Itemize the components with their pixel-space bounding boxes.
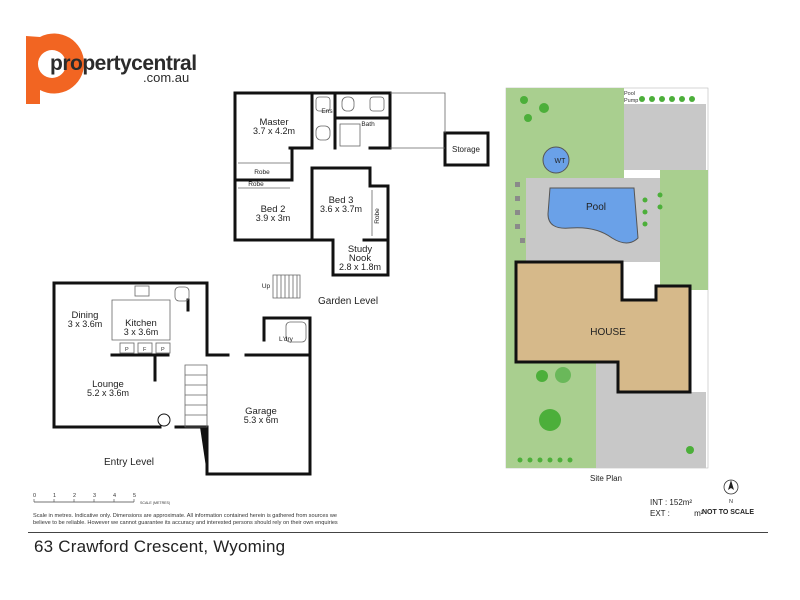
pool-pump-label-1: Pool — [624, 91, 635, 97]
room-study-dims: 2.8 x 1.8m — [339, 262, 381, 272]
ext-area-label: EXT : — [650, 509, 670, 518]
scale-tick-5: 5 — [133, 493, 136, 499]
logo-domain-text: .com.au — [143, 70, 190, 85]
pantry-2-label: P — [161, 347, 165, 353]
property-address: 63 Crawford Crescent, Wyoming — [34, 537, 286, 556]
room-bed3-dims: 3.6 x 3.7m — [320, 204, 362, 214]
area-summary: INT : 152m² EXT : m² — [650, 497, 703, 519]
scale-bar: 0 1 2 3 4 5 SCALE (METRES) — [33, 493, 170, 505]
room-study-name-2: Nook — [349, 253, 371, 264]
pantry-1-label: P — [125, 347, 129, 353]
room-kitchen-name: Kitchen — [125, 318, 157, 329]
room-master-dims: 3.7 x 4.2m — [253, 126, 295, 136]
room-laundry-name: L'dry — [279, 336, 294, 343]
scale-tick-3: 3 — [93, 493, 96, 499]
pool-shape — [547, 187, 639, 244]
robe-bed2-label: Robe — [248, 181, 264, 188]
room-garage-dims: 5.3 x 6m — [244, 415, 279, 425]
room-garage-name: Garage — [245, 406, 277, 417]
int-area-label: INT : — [650, 498, 668, 507]
room-storage-name: Storage — [452, 145, 481, 154]
garden-level-plan: Master 3.7 x 4.2m Ens Bath Robe Robe Bed… — [233, 91, 490, 307]
water-tank-shape — [542, 146, 570, 174]
int-area-value: 152m² — [669, 498, 693, 507]
house-label: HOUSE — [590, 327, 626, 338]
logo-brand-text: propertycentral — [50, 52, 197, 75]
stairs-up — [272, 274, 301, 299]
divider-line — [28, 532, 768, 533]
room-master-name: Master — [259, 117, 288, 128]
stairs-up-label: Up — [262, 283, 271, 290]
scale-tick-1: 1 — [53, 493, 56, 499]
logo — [26, 33, 85, 104]
room-kitchen-dims: 3 x 3.6m — [124, 327, 159, 337]
site-plan: Pool WT HOUSE Pool Pump Site Plan — [505, 87, 709, 483]
house-shape — [514, 260, 692, 394]
entry-level-plan: Dining 3 x 3.6m Kitchen 3 x 3.6m P F P L… — [52, 281, 312, 476]
shrubs — [517, 96, 695, 463]
room-bed3-name: Bed 3 — [329, 195, 354, 206]
ext-area-value: m² — [694, 509, 704, 518]
scale-caption: SCALE (METRES) — [140, 501, 170, 505]
room-bath-name: Bath — [361, 121, 375, 128]
room-dining-name: Dining — [72, 310, 99, 321]
room-lounge-name: Lounge — [92, 379, 124, 390]
entry-level-label: Entry Level — [104, 457, 154, 468]
garden-level-label: Garden Level — [318, 296, 378, 307]
compass: N — [723, 479, 739, 505]
site-plan-label: Site Plan — [590, 474, 622, 483]
water-tank-label: WT — [555, 158, 567, 165]
scale-tick-2: 2 — [73, 493, 76, 499]
pool-pump-label-2: Pump — [624, 98, 638, 104]
fridge-label: F — [143, 347, 147, 353]
scale-tick-4: 4 — [113, 493, 116, 499]
scale-tick-0: 0 — [33, 493, 36, 499]
disclaimer-text: Scale in metres. Indicative only. Dimens… — [33, 513, 338, 526]
room-dining-dims: 3 x 3.6m — [68, 319, 103, 329]
room-bed2-name: Bed 2 — [261, 204, 286, 215]
not-to-scale-label: NOT TO SCALE — [702, 509, 754, 516]
room-lounge-dims: 5.2 x 3.6m — [87, 388, 129, 398]
robe-master-label: Robe — [254, 169, 270, 176]
room-bed2-dims: 3.9 x 3m — [256, 213, 291, 223]
compass-north-label: N — [729, 499, 733, 505]
pool-label: Pool — [586, 202, 606, 213]
room-study-name-1: Study — [348, 244, 373, 255]
room-ens-name: Ens — [321, 108, 333, 115]
robe-bed3-label: Robe — [374, 208, 381, 224]
